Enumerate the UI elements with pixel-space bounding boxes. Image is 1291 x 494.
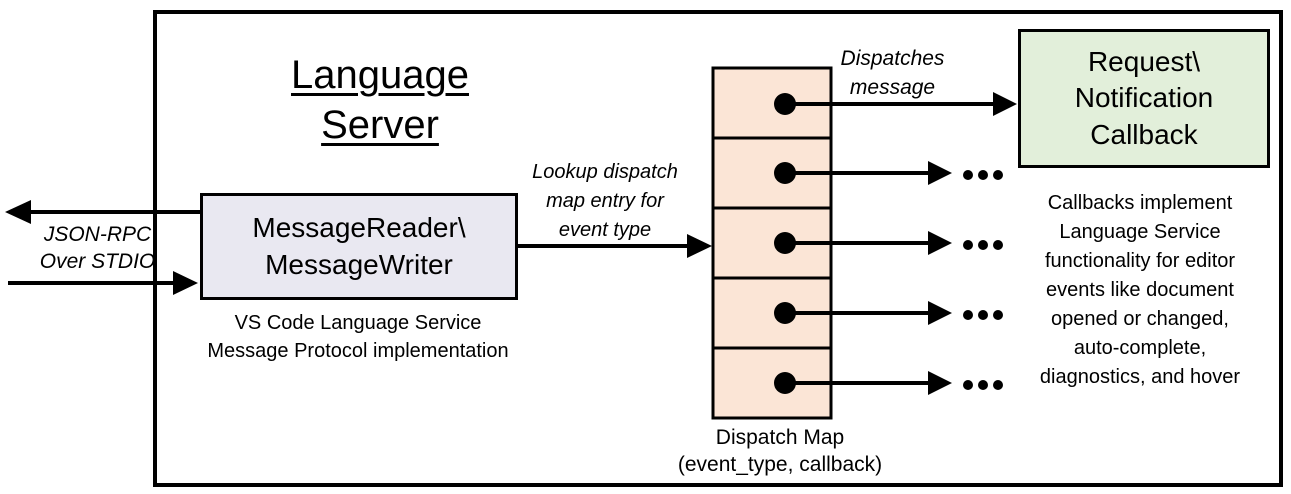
callbacks-note-line: events like document xyxy=(1046,279,1234,301)
arrowhead-left-icon xyxy=(5,200,31,224)
message-reader-writer-box: MessageReader\ MessageWriter xyxy=(200,193,518,300)
arrowhead-right-icon xyxy=(993,92,1017,116)
stdio-label-line2: Over STDIO xyxy=(39,250,156,273)
stdio-label-line1: JSON-RPC xyxy=(43,223,152,246)
dispatch-label-line2: message xyxy=(849,76,936,99)
arrow-dispatch-4 xyxy=(774,301,1003,325)
arrowhead-right-icon xyxy=(928,161,952,185)
ellipsis-icon xyxy=(963,170,1003,180)
callback-box-line1: Request\ xyxy=(1087,45,1201,77)
arrowhead-right-icon xyxy=(928,301,952,325)
reader-box-line1: MessageReader\ xyxy=(252,211,466,243)
arrowhead-right-icon xyxy=(928,371,952,395)
arrowhead-right-icon xyxy=(928,231,952,255)
lookup-label-line2: map entry for xyxy=(546,190,664,212)
dispatch-label-line1: Dispatches xyxy=(840,47,945,70)
request-notification-callback-box: Request\ Notification Callback xyxy=(1018,29,1270,168)
callbacks-note-line: functionality for editor xyxy=(1044,250,1236,272)
arrowhead-right-icon xyxy=(173,271,198,295)
arrow-dispatch-5 xyxy=(774,371,1003,395)
dispatch-map-caption: Dispatch Map (event_type, callback) xyxy=(672,424,888,478)
callbacks-note-line: diagnostics, and hover xyxy=(1039,366,1241,388)
arrowhead-right-icon xyxy=(687,234,712,258)
reader-box-line2: MessageWriter xyxy=(265,248,453,280)
diagram-title: Language Server xyxy=(291,53,469,147)
callbacks-note-line: Language Service xyxy=(1059,221,1221,243)
dispatch-map-caption-line1: Dispatch Map xyxy=(715,426,845,449)
arrow-dispatch-2 xyxy=(774,161,1003,185)
reader-caption: VS Code Language Service Message Protoco… xyxy=(178,309,538,365)
callbacks-note-line: Callbacks implement xyxy=(1047,192,1233,214)
dispatches-message-label: Dispatches message xyxy=(825,44,960,102)
arrow-dispatch-3 xyxy=(774,231,1003,255)
lookup-label-line1: Lookup dispatch xyxy=(532,161,678,183)
arrow-dispatch-1 xyxy=(774,92,1017,116)
lookup-label: Lookup dispatch map entry for event type xyxy=(505,158,705,245)
lookup-label-line3: event type xyxy=(558,219,652,241)
arrow-lookup xyxy=(518,234,712,258)
dispatch-map-caption-line2: (event_type, callback) xyxy=(677,453,883,476)
callbacks-note-line: opened or changed, xyxy=(1051,308,1229,330)
stdio-label: JSON-RPC Over STDIO xyxy=(15,221,180,275)
callbacks-note-line: auto-complete, xyxy=(1073,337,1207,359)
ellipsis-icon xyxy=(963,240,1003,250)
callback-box-line2: Notification xyxy=(1074,82,1214,114)
language-server-boundary xyxy=(153,10,1283,487)
reader-caption-line1: VS Code Language Service xyxy=(234,312,482,334)
reader-caption-line2: Message Protocol implementation xyxy=(207,340,509,362)
dispatch-map-cell xyxy=(711,346,833,420)
ellipsis-icon xyxy=(963,310,1003,320)
ellipsis-icon xyxy=(963,380,1003,390)
callbacks-note: Callbacks implement Language Service fun… xyxy=(1008,189,1272,392)
callback-box-line3: Callback xyxy=(1090,118,1198,150)
arrow-stdio-in xyxy=(8,271,198,295)
arrow-stdio-out xyxy=(5,200,200,224)
